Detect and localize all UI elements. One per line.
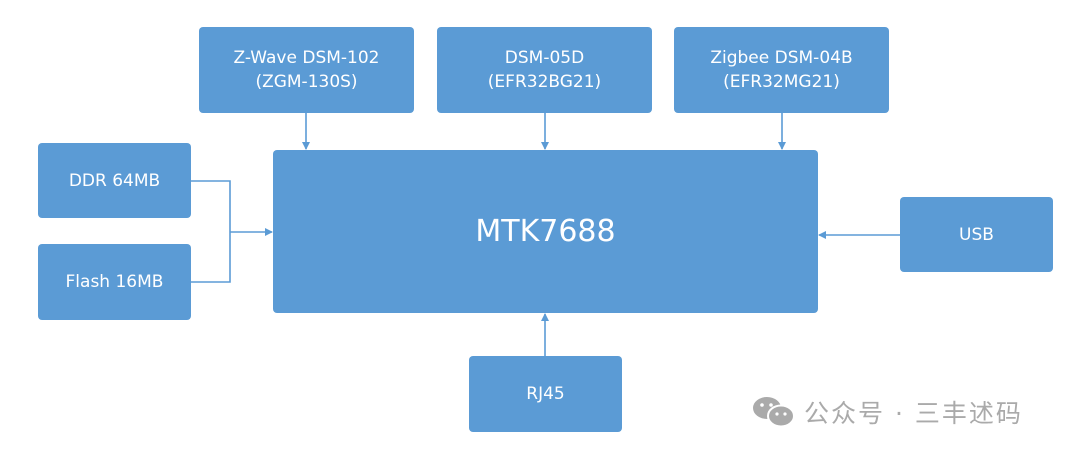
block-usb-label: USB <box>959 224 994 245</box>
block-zigbee: Zigbee DSM-04B (EFR32MG21) <box>674 27 889 113</box>
block-zwave-name: Z-Wave DSM-102 <box>233 48 380 68</box>
block-flash: Flash 16MB <box>38 244 191 320</box>
block-ddr: DDR 64MB <box>38 143 191 218</box>
block-usb: USB <box>900 197 1053 272</box>
block-zigbee-name: Zigbee DSM-04B <box>710 48 853 68</box>
wechat-icon <box>753 397 795 428</box>
block-flash-label: Flash 16MB <box>65 272 164 292</box>
block-dsm05d-name: DSM-05D <box>504 48 585 68</box>
block-dsm05d-chip: (EFR32BG21) <box>487 72 602 92</box>
block-ddr-label: DDR 64MB <box>68 170 161 191</box>
block-rj45-label: RJ45 <box>526 384 565 404</box>
block-rj45: RJ45 <box>469 356 622 432</box>
block-zwave: Z-Wave DSM-102 (ZGM-130S) <box>199 27 414 113</box>
watermark-text: 公众号 · 三丰述码 <box>804 399 1023 428</box>
block-mtk7688-label: MTK7688 <box>475 213 616 249</box>
block-zwave-chip: (ZGM-130S) <box>255 72 358 92</box>
block-zigbee-chip: (EFR32MG21) <box>723 72 840 92</box>
watermark: 公众号 · 三丰述码 <box>752 394 1023 430</box>
block-dsm05d: DSM-05D (EFR32BG21) <box>437 27 652 113</box>
block-mtk7688: MTK7688 <box>273 150 818 313</box>
wire-ddr <box>191 180 231 283</box>
